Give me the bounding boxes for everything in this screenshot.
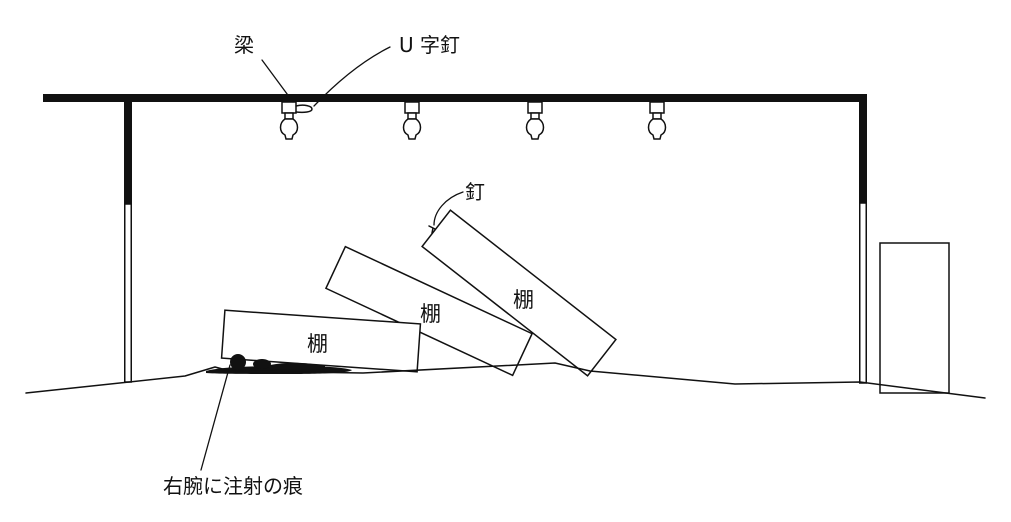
light-bulb: [279, 101, 299, 140]
u-nail-mark: [295, 104, 313, 114]
u-nail-label: U 字釘: [399, 33, 460, 57]
shelf: [220, 309, 422, 373]
left-wall-upper: [124, 100, 132, 204]
nail-label: 釘: [465, 180, 485, 204]
right-wall-upper: [859, 100, 867, 203]
door: [879, 242, 950, 394]
u-nail-leader-line: [313, 46, 391, 107]
beam-leader-line: [261, 59, 294, 103]
shelf: [421, 209, 617, 377]
shelf-label: 棚: [513, 288, 534, 312]
shelf-label: 棚: [420, 302, 441, 326]
left-wall-lower: [124, 203, 132, 383]
light-bulb: [525, 101, 545, 140]
light-bulb: [402, 101, 422, 140]
beam-label: 梁: [234, 33, 254, 57]
ceiling-beam: [43, 94, 867, 102]
ground-line: [25, 362, 986, 399]
nail-leader-line: [433, 191, 464, 226]
right-wall-lower: [859, 202, 867, 384]
light-bulb: [647, 101, 667, 140]
injection-leader-line: [200, 364, 231, 471]
shelf-label: 棚: [307, 332, 328, 356]
injection-mark-label: 右腕に注射の痕: [163, 474, 303, 498]
